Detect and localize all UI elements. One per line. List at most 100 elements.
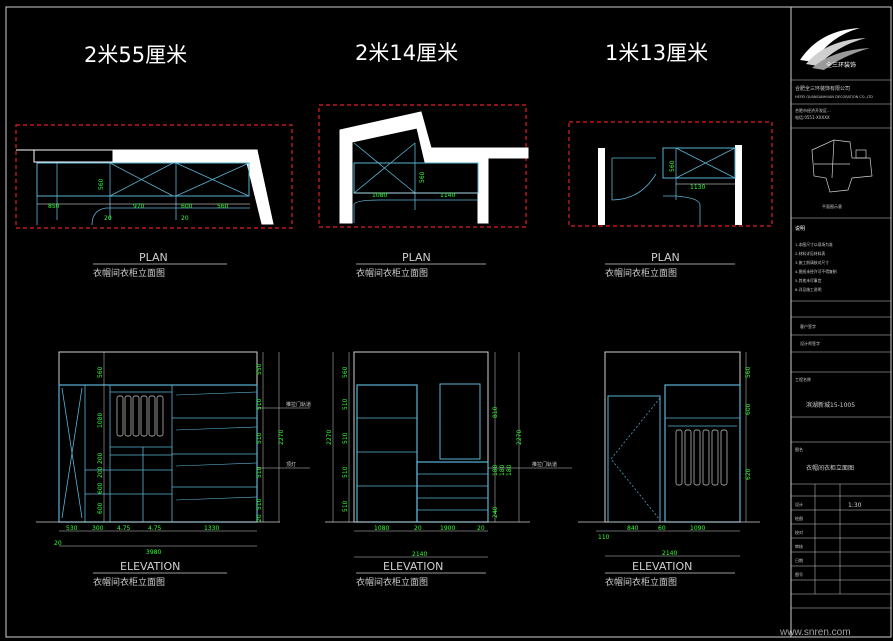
- plan-label: PLAN: [651, 251, 680, 264]
- plan-caption: 衣帽间衣柜立面图: [93, 267, 165, 279]
- elev-mid-callout: 推拉门轨道: [532, 461, 557, 468]
- elev-mid-rdim: 810: [492, 406, 499, 418]
- note-line: 5.其他未尽事宜: [795, 278, 822, 283]
- plan-right-depth: 560: [669, 160, 676, 172]
- elev-left-vdim: 600: [97, 482, 104, 494]
- elev-left-vdim: 1080: [97, 413, 104, 428]
- plan-left-cross: [175, 162, 250, 197]
- title-middle: 2米14厘米: [355, 41, 458, 65]
- elevation-label-left: ELEVATION 衣帽间衣柜立面图: [93, 560, 227, 588]
- note-line: 6.详见施工说明: [795, 287, 822, 292]
- plan-middle-wall-solid: [339, 111, 529, 224]
- elev-mid-vdim: 510: [342, 500, 349, 512]
- elev-mid-left-cabinet: [356, 384, 418, 523]
- customer-sign-label: 客户签字: [800, 323, 816, 329]
- plan-caption: 衣帽间衣柜立面图: [356, 267, 428, 279]
- elevation-caption: 衣帽间衣柜立面图: [605, 576, 677, 588]
- plan-right-door-swing: [611, 158, 657, 201]
- note-line: 1.本图尺寸以现场为准: [795, 242, 833, 247]
- plan-left-dim: 560: [217, 203, 229, 210]
- title-block-table: [791, 484, 891, 595]
- drawing-label: 图名: [795, 446, 803, 452]
- plan-right-room-line: [663, 195, 701, 225]
- elev-mid-vdim: 510: [342, 398, 349, 410]
- plan-right-wall-solid: [735, 145, 742, 225]
- plan-left-room-line: [36, 196, 250, 226]
- plan-middle-dim: 1080: [372, 192, 387, 199]
- elev-right-rdim: 620: [745, 468, 752, 480]
- elev-left-hdim: 1330: [204, 525, 219, 532]
- elev-mid-rdim: 180: [499, 464, 506, 476]
- plan-left-dim: 600: [181, 203, 193, 210]
- plan-left-depth: 560: [98, 178, 105, 190]
- plan-thumbnail-caption: 平面图示意: [822, 203, 842, 209]
- plan-left-dim: 20: [104, 215, 112, 222]
- elevation-label-middle: ELEVATION 衣帽间衣柜立面图: [356, 560, 486, 588]
- plan-label: PLAN: [402, 251, 431, 264]
- table-row-label: 图号: [795, 571, 803, 577]
- scale-value: 1:30: [848, 502, 862, 509]
- title-block: 全三环装饰 合肥全三环装饰有限公司 HEFEI QUANSANHUAN DECO…: [791, 28, 891, 609]
- logo-company-name: 全三环装饰: [826, 61, 856, 69]
- plan-right-cabinet: [662, 147, 736, 179]
- elevation-label: ELEVATION: [383, 560, 443, 573]
- floorplan-thumbnail: [811, 139, 873, 193]
- note-line: 2.材料详见材料表: [795, 251, 825, 256]
- plan-right-cross: [675, 147, 736, 179]
- elev-left-hdim: 4.75: [117, 525, 131, 532]
- elev-right-hanging-clothes: [675, 429, 728, 486]
- plan-left-wall: [16, 149, 114, 163]
- elev-right-total-width: 2140: [662, 550, 677, 557]
- company-address: 合肥市经济开发区...: [795, 107, 831, 113]
- elev-mid-vdim: 510: [342, 432, 349, 444]
- elev-right-hdim: 60: [658, 525, 666, 532]
- elev-left-rdim: 510: [256, 498, 263, 510]
- company-full-name: 合肥全三环装饰有限公司: [795, 85, 850, 92]
- table-row-label: 审核: [795, 543, 803, 549]
- elev-left-outline: [58, 351, 258, 523]
- plan-right-boundary: [568, 121, 773, 227]
- plan-left-dim: 20: [181, 215, 189, 222]
- company-english-name: HEFEI QUANSANHUAN DECORATION CO.,LTD: [795, 95, 873, 99]
- elevation-right: 560 600 620 110 840 60 1090 2140: [578, 351, 760, 557]
- plan-left-cabinet: [36, 162, 250, 197]
- elev-left-hdim: 4.75: [148, 525, 162, 532]
- elevation-label: ELEVATION: [120, 560, 180, 573]
- note-line: 3.施工前请核对尺寸: [795, 260, 829, 265]
- plan-left-cross: [109, 162, 174, 197]
- logo-swoosh-icon: [800, 28, 860, 62]
- elev-left-rdim: 510: [256, 398, 263, 410]
- plan-middle: 1080 1140 560: [318, 104, 529, 228]
- elev-mid-mirror: [439, 383, 481, 460]
- elev-mid-hdim: 1900: [440, 525, 455, 532]
- elev-left-cabinet: [58, 384, 258, 523]
- notes-title: 说明: [795, 225, 805, 232]
- drawing-value: 衣帽间衣柜立面图: [806, 464, 854, 472]
- elev-left-hanging-clothes: [116, 395, 164, 437]
- elev-left-hdim: 530: [66, 525, 78, 532]
- elevation-label-right: ELEVATION 衣帽间衣柜立面图: [605, 560, 735, 588]
- elev-left-vdim: 600: [97, 502, 104, 514]
- elev-right-outline: [604, 351, 741, 523]
- elev-mid-total-right: 2270: [516, 430, 523, 445]
- plan-right: 1130 560: [568, 121, 773, 227]
- elev-left-total-height: 2270: [278, 430, 285, 445]
- elevation-middle: 560 510 510 510 510 2270 810 180 180 180…: [325, 351, 572, 558]
- elev-mid-hdim: 20: [414, 525, 422, 532]
- plan-right-dim: 1130: [690, 184, 705, 191]
- logo-swoosh-icon: [806, 38, 866, 66]
- table-row-label: 设计: [795, 501, 803, 507]
- elev-left-rdim: 550: [256, 363, 263, 375]
- note-line: 4.图纸未经许可不得复制: [795, 269, 837, 274]
- plan-middle-boundary: [318, 104, 527, 228]
- elev-left-cross: [61, 387, 83, 519]
- elev-left-rdim: 510: [256, 432, 263, 444]
- elev-right-rdim: 600: [745, 403, 752, 415]
- plan-middle-depth: 560: [419, 171, 426, 183]
- table-row-label: 日期: [795, 557, 803, 563]
- plan-middle-room-line: [353, 199, 478, 223]
- plan-label: PLAN: [139, 251, 168, 264]
- elev-mid-vdim: 560: [342, 366, 349, 378]
- drawing-frame: [5, 6, 892, 638]
